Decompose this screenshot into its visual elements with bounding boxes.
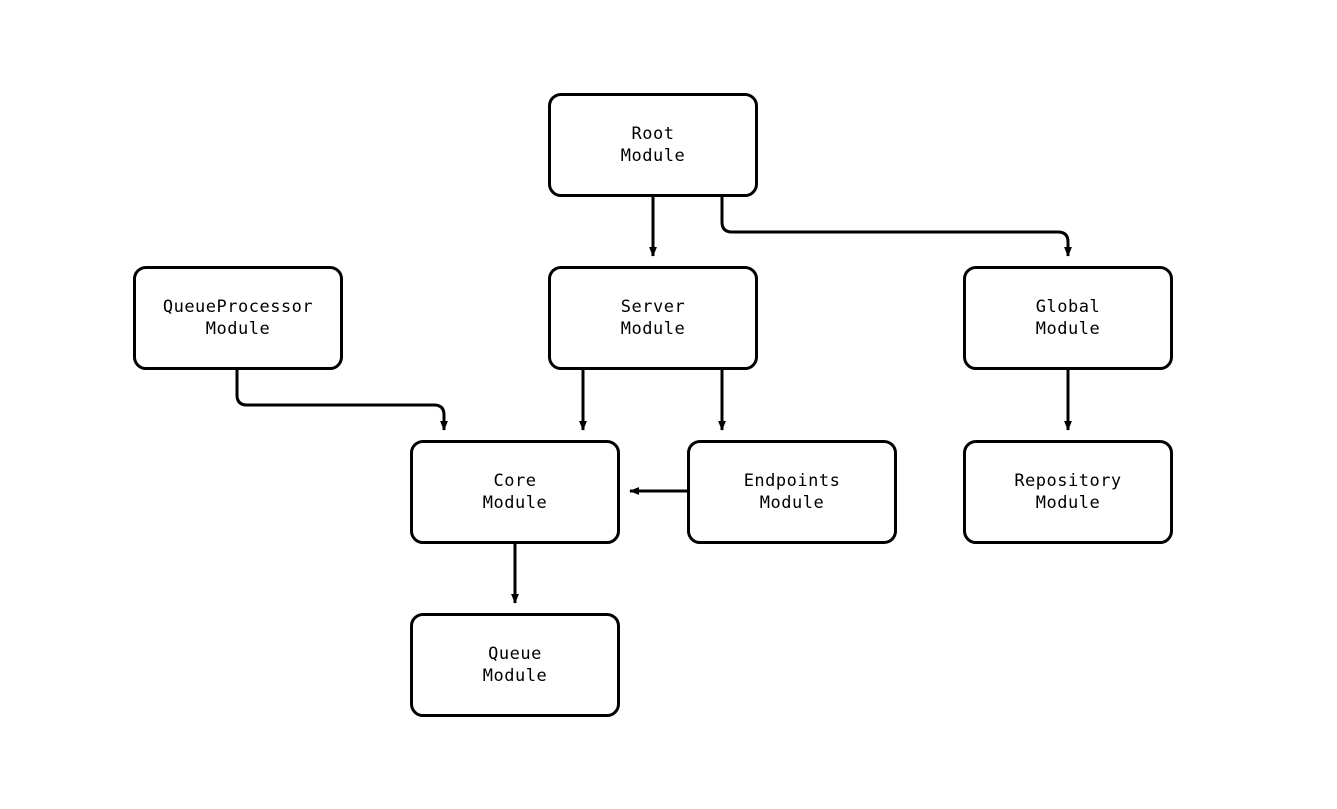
node-repository-label-line2: Module: [1035, 493, 1101, 513]
node-core-label-line2: Module: [482, 493, 548, 513]
node-repository-label-line1: Repository: [1014, 471, 1122, 491]
node-root-label-line2: Module: [620, 146, 686, 166]
node-queue-label-line1: Queue: [488, 644, 542, 664]
node-core-label-line1: Core: [493, 471, 537, 491]
node-endpoints-label-line1: Endpoints: [743, 471, 841, 491]
node-queue-label-line2: Module: [482, 666, 548, 686]
edge-queueprocessor-to-core: [235, 370, 448, 431]
node-global-label-line2: Module: [1035, 319, 1101, 339]
node-root-label-line1: Root: [631, 124, 675, 144]
node-queueprocessor-label-line2: Module: [205, 319, 271, 339]
node-global-label-line1: Global: [1035, 297, 1101, 317]
node-server-label-line2: Module: [620, 319, 686, 339]
node-endpoints-label-line2: Module: [759, 493, 825, 513]
edge-root-to-global: [720, 197, 1072, 257]
node-server-label-line1: Server: [620, 297, 686, 317]
node-queueprocessor-label-line1: QueueProcessor: [162, 297, 314, 317]
